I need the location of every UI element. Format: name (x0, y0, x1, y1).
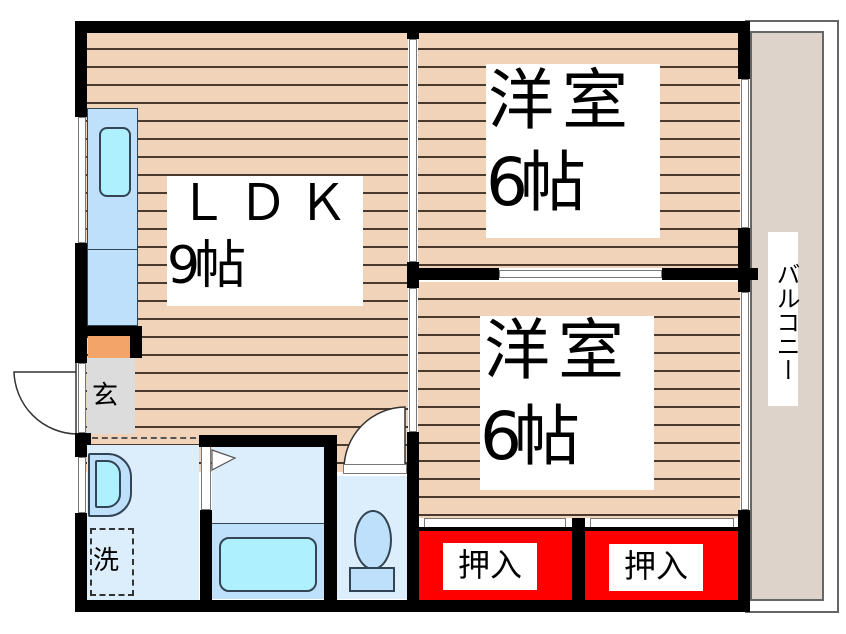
closet-1-label: 押入 (443, 543, 537, 590)
window-room1-balcony (741, 79, 749, 228)
sliding-door-room1-room2 (499, 270, 662, 278)
balcony-label: バルコニー (768, 232, 800, 406)
window-entrance (78, 363, 86, 433)
wall-shoebox-top (87, 326, 142, 336)
entrance-door-icon (13, 362, 77, 435)
wall-rooms-divider-right (662, 268, 758, 280)
washer-space (90, 528, 134, 596)
sliding-door-ldk-room1 (409, 39, 417, 262)
wall-bath-left (200, 510, 212, 602)
western-room-2-label-box (480, 316, 654, 490)
washer-label: 洗 (93, 546, 120, 576)
ldk-size: 9帖 (167, 236, 246, 296)
western-room-2-size: 6帖 (480, 398, 580, 475)
closet-2-label: 押入 (609, 544, 703, 591)
bathroom-door (201, 446, 211, 510)
ldk-label-box (167, 176, 363, 306)
ldk-name: ＬＤＫ (178, 174, 358, 232)
wall-closet-top (418, 527, 740, 531)
entrance-label: 玄 (92, 381, 119, 411)
western-room-1-size: 6帖 (486, 144, 586, 221)
wall-center-top (407, 21, 419, 39)
wall-rooms-divider-left (407, 268, 499, 280)
wall-left-top (75, 21, 87, 117)
toilet-door-sill (343, 464, 407, 474)
kitchen-sink (99, 127, 131, 197)
bathroom-door-icon (211, 449, 237, 471)
wall-shoebox-side (130, 326, 142, 358)
bathtub-basin (219, 537, 317, 592)
toilet-tank (349, 567, 395, 592)
wall-wash-top-left (75, 433, 91, 445)
wall-bath-right (324, 435, 337, 605)
entrance-floor (87, 358, 135, 434)
wall-right-top (738, 21, 750, 79)
sliding-door-ldk-room2 (409, 288, 417, 432)
western-room-2-name: 洋室 (484, 312, 632, 389)
washroom-curtain (92, 437, 196, 439)
wall-right-bottom (738, 510, 750, 612)
wall-left-mid (75, 243, 87, 363)
wall-closet-divider (572, 518, 585, 612)
window-washroom (78, 457, 86, 513)
wall-left-bottom (75, 513, 87, 612)
western-room-1-name: 洋室 (488, 62, 636, 139)
window-kitchen (78, 117, 86, 243)
window-room2-balcony (741, 292, 749, 510)
western-room-1-label-box (486, 64, 660, 238)
wall-wet-top (199, 435, 336, 447)
toilet-bowl (354, 510, 392, 570)
wall-center-bottom (407, 432, 419, 612)
kitchen-divider (87, 249, 138, 250)
shoe-box (88, 336, 130, 358)
wall-right-mid (738, 228, 750, 292)
washbasin-bowl (95, 460, 121, 508)
